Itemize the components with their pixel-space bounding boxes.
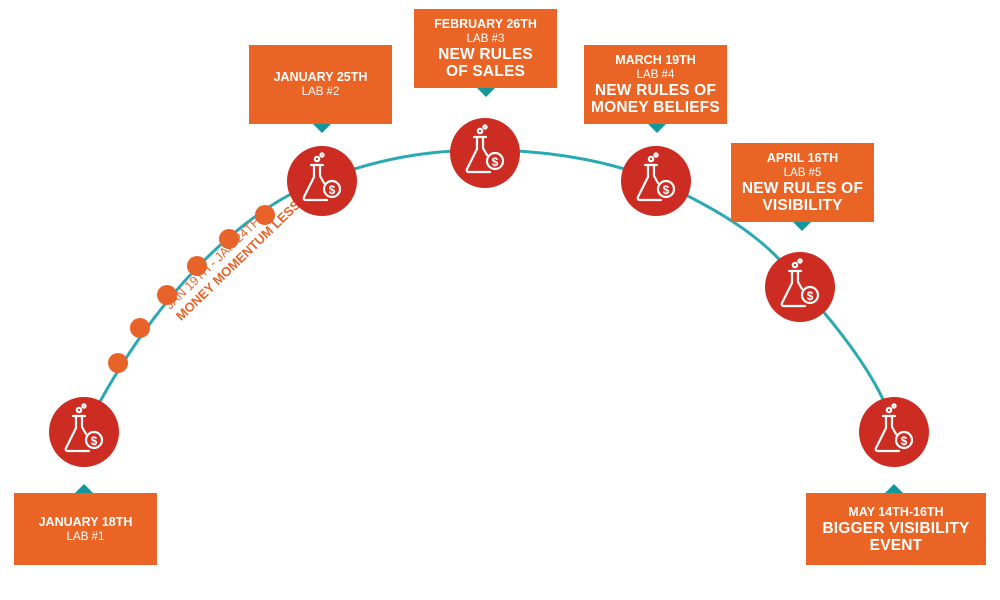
- lab-5-pointer: [793, 222, 811, 231]
- lab-3-box: FEBRUARY 26TH LAB #3 NEW RULES OF SALES: [414, 9, 557, 88]
- lab-5-box: APRIL 16TH LAB #5 NEW RULES OF VISIBILIT…: [731, 143, 874, 222]
- lab-1-date: JANUARY 18TH: [38, 514, 133, 529]
- svg-text:$: $: [91, 434, 98, 448]
- flask-dollar-icon: $: [874, 403, 914, 453]
- lesson-dot: [187, 256, 207, 276]
- event-pointer: [885, 484, 903, 493]
- lab-2-box: JANUARY 25TH LAB #2: [249, 45, 392, 124]
- lesson-dot: [255, 205, 275, 225]
- lab-3-pointer: [477, 88, 495, 97]
- lab-4-pointer: [648, 124, 666, 133]
- lab-3-date: FEBRUARY 26TH: [434, 17, 537, 31]
- svg-text:$: $: [901, 434, 908, 448]
- lab-5-number: LAB #5: [783, 167, 822, 179]
- event-box: MAY 14TH-16TH BIGGER VISIBILITY EVENT: [806, 493, 986, 565]
- svg-text:$: $: [663, 183, 670, 197]
- flask-dollar-icon: $: [302, 152, 342, 202]
- lab-5-title: NEW RULES OF VISIBILITY: [741, 180, 864, 214]
- lab-1-number: LAB #1: [66, 530, 105, 543]
- lesson-dot: [157, 285, 177, 305]
- lab-1-pointer: [75, 484, 93, 493]
- svg-text:$: $: [329, 183, 336, 197]
- flask-dollar-icon: $: [465, 124, 505, 174]
- lab-4-date: MARCH 19TH: [615, 53, 696, 67]
- event-title: BIGGER VISIBILITY EVENT: [822, 519, 970, 554]
- lab-5-date: APRIL 16TH: [766, 151, 839, 165]
- lab-2-date: JANUARY 25TH: [273, 70, 368, 84]
- event-date: MAY 14TH-16TH: [848, 504, 944, 519]
- lesson-dot: [108, 353, 128, 373]
- flask-dollar-icon: $: [64, 403, 104, 453]
- flask-dollar-icon: $: [780, 258, 820, 308]
- lab-4-number: LAB #4: [636, 69, 675, 81]
- lab-3-title: NEW RULES OF SALES: [438, 46, 533, 80]
- lab-2-node: $: [287, 146, 357, 216]
- svg-text:$: $: [807, 289, 814, 303]
- lesson-dot: [219, 229, 239, 249]
- lab-4-node: $: [621, 146, 691, 216]
- event-node: $: [859, 397, 929, 467]
- lab-4-box: MARCH 19TH LAB #4 NEW RULES OF MONEY BEL…: [584, 45, 727, 124]
- lab-1-box: JANUARY 18TH LAB #1: [14, 493, 157, 565]
- lab-3-node: $: [450, 118, 520, 188]
- lab-2-number: LAB #2: [301, 86, 340, 98]
- lesson-dot: [130, 318, 150, 338]
- lab-2-pointer: [313, 124, 331, 133]
- lab-3-number: LAB #3: [466, 33, 505, 45]
- svg-text:$: $: [492, 155, 499, 169]
- lab-5-node: $: [765, 252, 835, 322]
- flask-dollar-icon: $: [636, 152, 676, 202]
- lab-4-title: NEW RULES OF MONEY BELIEFS: [591, 82, 720, 116]
- lab-1-node: $: [49, 397, 119, 467]
